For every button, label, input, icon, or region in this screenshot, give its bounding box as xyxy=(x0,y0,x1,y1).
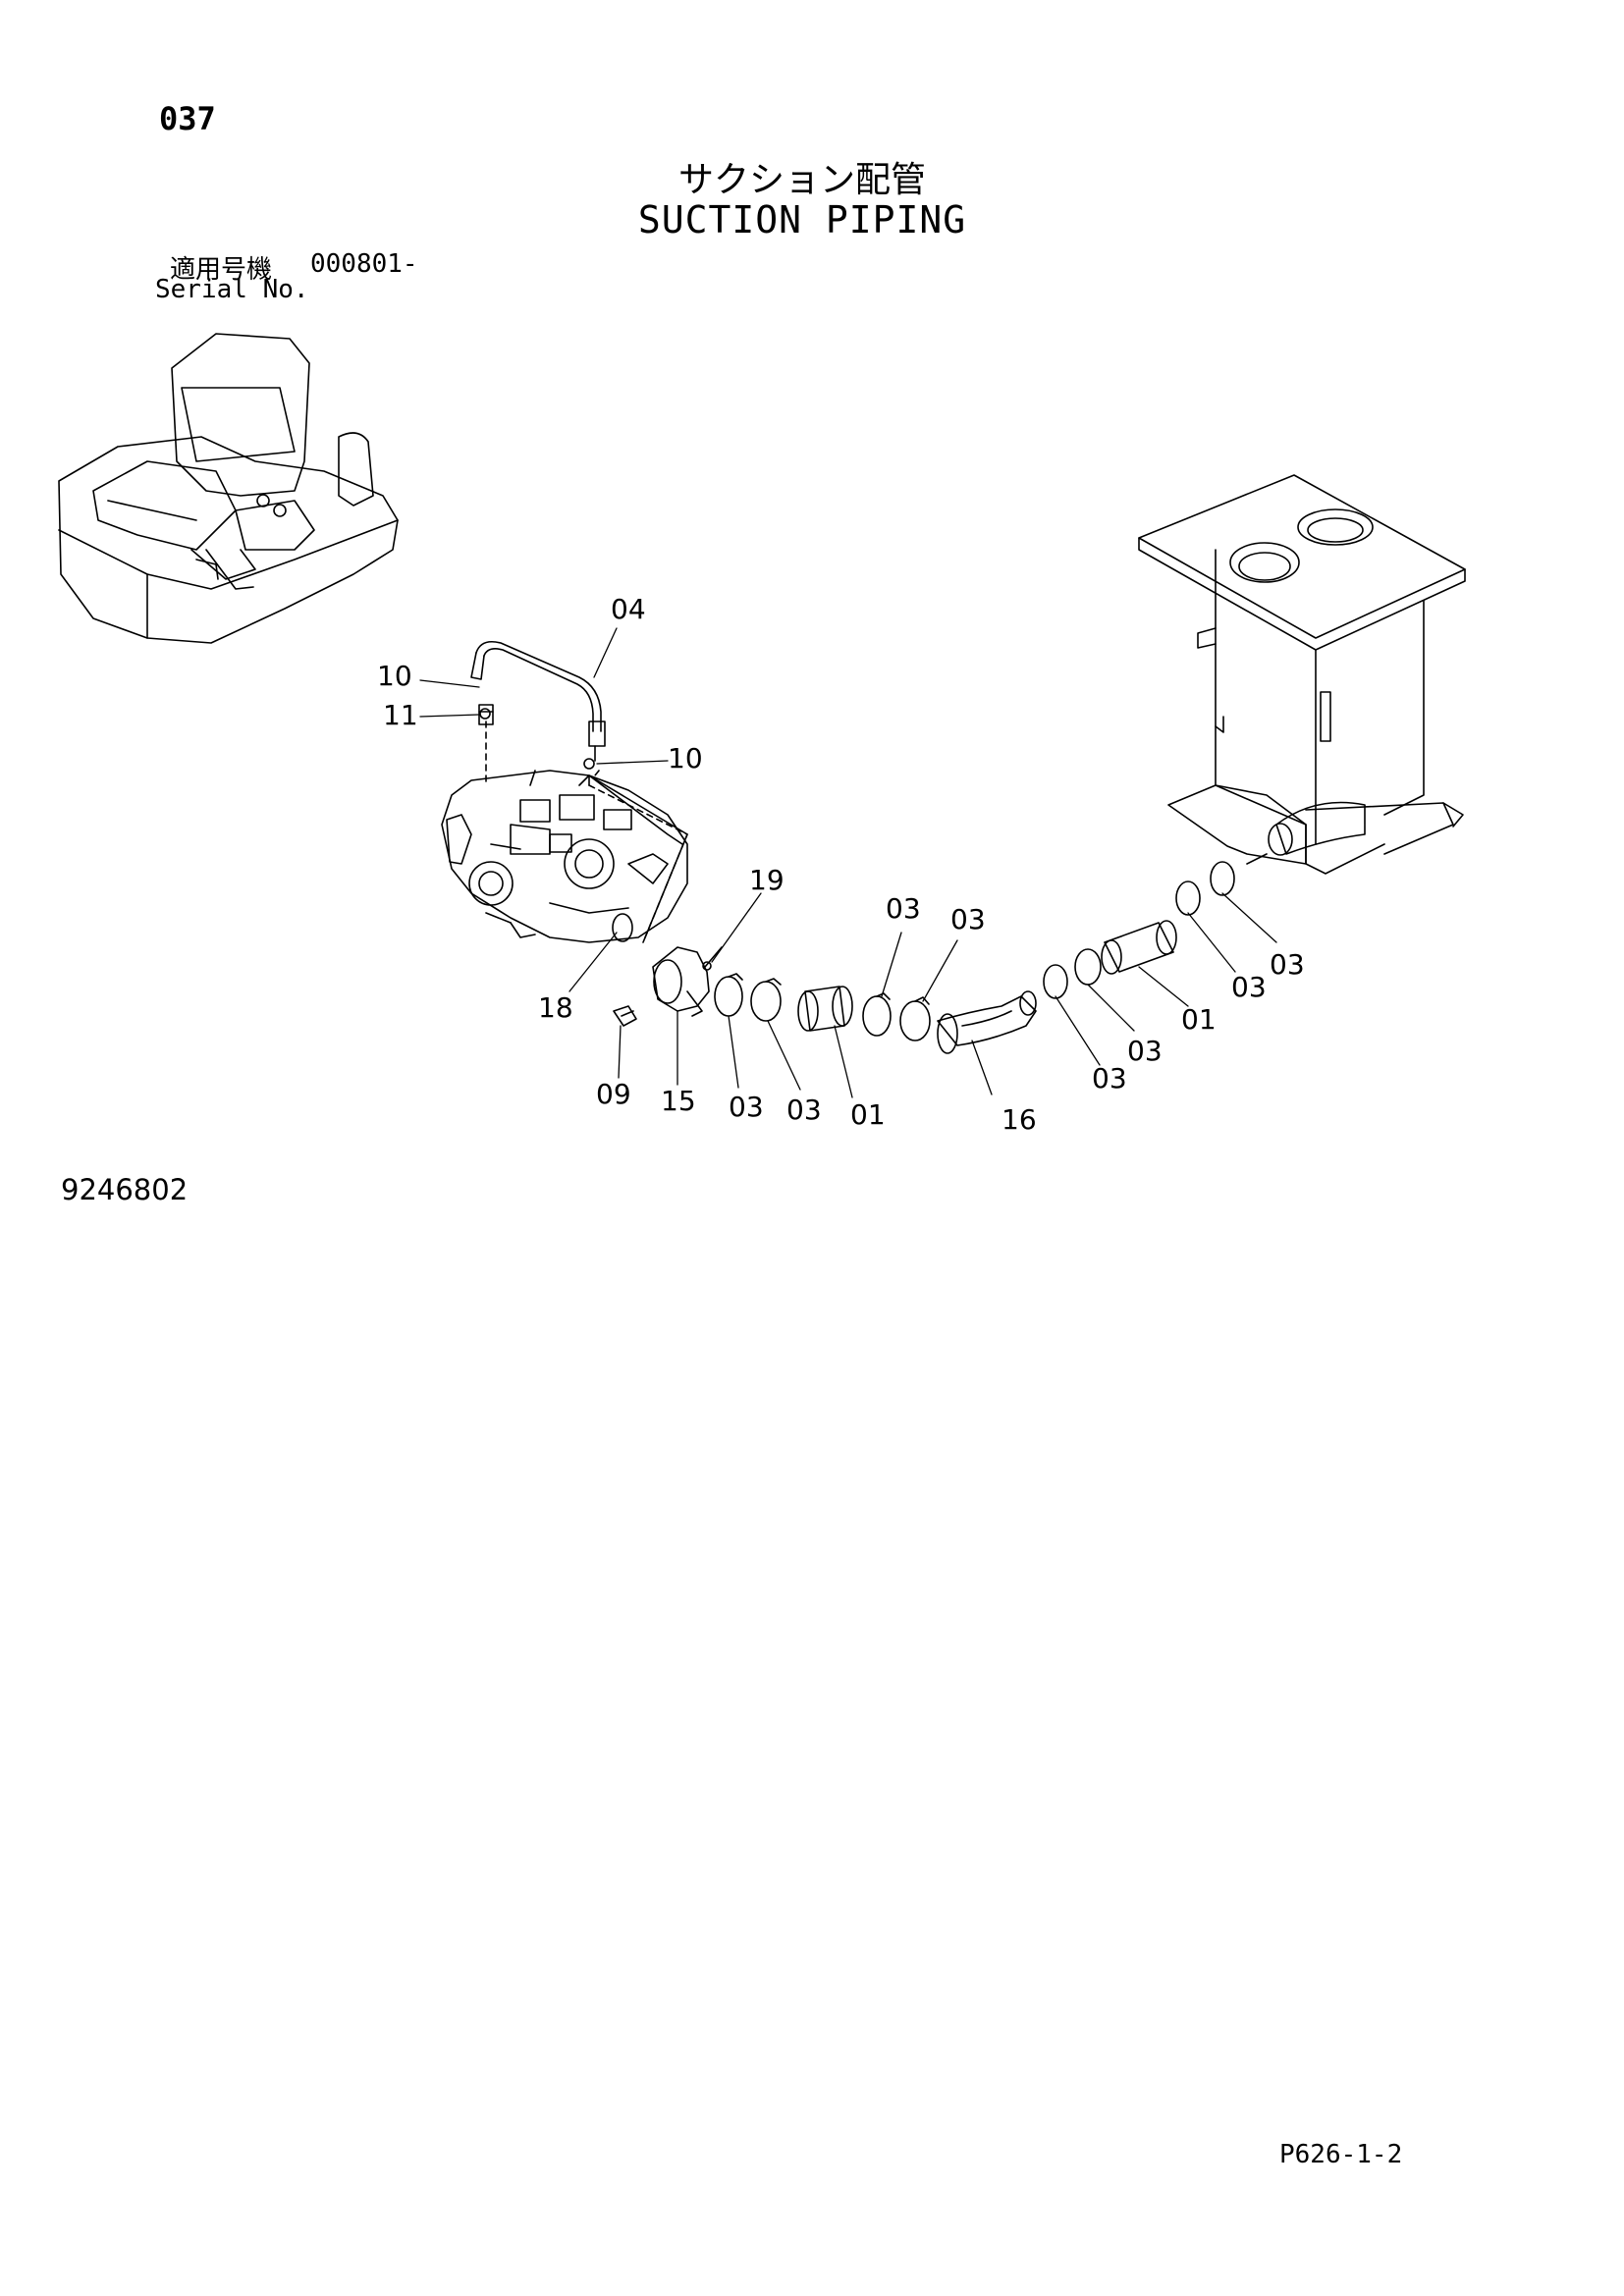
callout-03: 03 xyxy=(786,1094,822,1126)
clamps-left xyxy=(714,973,782,1022)
callout-15: 15 xyxy=(661,1085,696,1117)
callout-19: 19 xyxy=(749,864,785,896)
hose-04 xyxy=(470,640,606,770)
page-title-japanese: サクション配管 xyxy=(677,160,926,200)
callout-04: 04 xyxy=(611,593,646,625)
callout-03: 03 xyxy=(886,892,921,925)
callout-10: 10 xyxy=(668,742,703,774)
callout-10: 10 xyxy=(377,660,412,692)
callout-09: 09 xyxy=(596,1078,631,1110)
callout-01: 01 xyxy=(850,1098,886,1131)
callout-03: 03 xyxy=(1270,948,1305,981)
leader-lines xyxy=(419,627,1277,1098)
o-ring-18 xyxy=(612,913,633,942)
suction-hose-01-right xyxy=(1101,920,1177,975)
page-title: SUCTION PIPING xyxy=(637,198,967,241)
clamps-right xyxy=(1043,948,1102,999)
suction-elbow-15 xyxy=(652,946,710,1017)
callout-03: 03 xyxy=(950,903,986,935)
callout-03: 03 xyxy=(1231,971,1267,1003)
callout-labels: 04 10 11 10 19 03 03 18 09 15 03 03 01 1… xyxy=(377,593,1305,1136)
callout-03: 03 xyxy=(1127,1035,1163,1067)
machine-location-thumbnail xyxy=(58,333,399,644)
drawing-number: 9246802 xyxy=(61,1173,189,1206)
clamps-far-right xyxy=(1175,861,1235,916)
assembly-guide-lines xyxy=(485,721,688,943)
callout-11: 11 xyxy=(383,699,418,731)
suction-hose-01-left xyxy=(797,986,853,1032)
plug-09 xyxy=(613,1005,637,1027)
callout-18: 18 xyxy=(538,991,573,1024)
elbow-hose-16 xyxy=(937,990,1037,1054)
callout-03: 03 xyxy=(729,1091,764,1123)
page-reference: P626-1-2 xyxy=(1279,2140,1403,2169)
serial-range: 000801- xyxy=(310,249,418,279)
clamps-middle xyxy=(862,992,931,1041)
callout-01: 01 xyxy=(1181,1003,1217,1036)
hydraulic-pump xyxy=(441,708,688,943)
hydraulic-tank xyxy=(1138,474,1466,875)
serial-label-japanese: 適用号機 xyxy=(170,255,273,285)
serial-label: Serial No. xyxy=(155,275,309,304)
bolt-19 xyxy=(702,946,723,971)
callout-03: 03 xyxy=(1092,1062,1127,1095)
page-number: 037 xyxy=(159,100,216,137)
callout-16: 16 xyxy=(1001,1103,1037,1136)
